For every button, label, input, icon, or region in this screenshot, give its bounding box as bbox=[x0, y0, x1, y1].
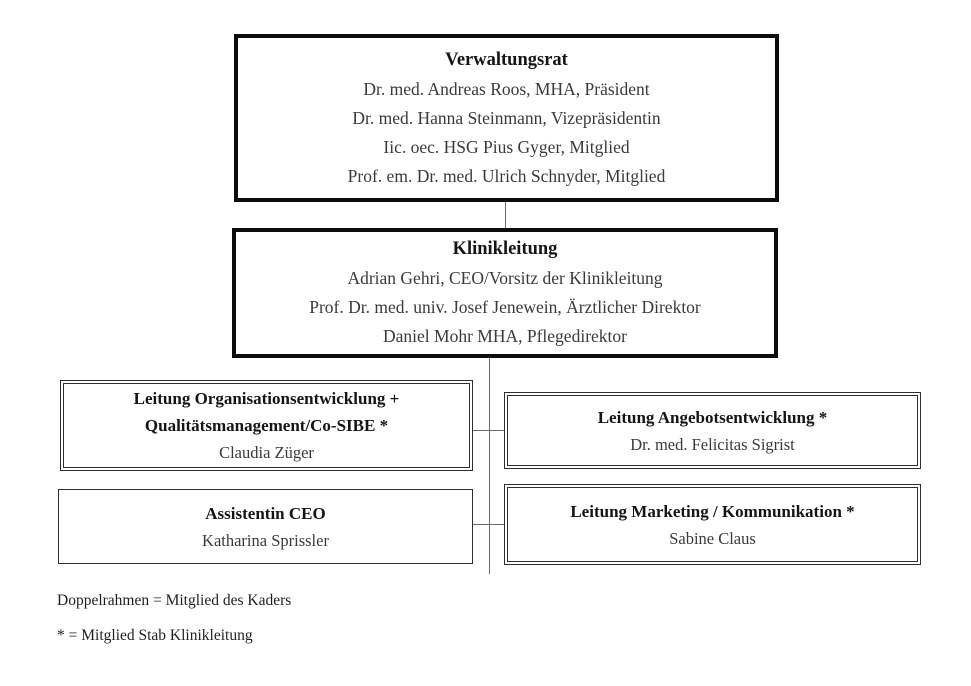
assistentin-ceo-person: Katharina Sprissler bbox=[202, 530, 329, 550]
marketing-kommunikation-box: Leitung Marketing / Kommunikation * Sabi… bbox=[504, 484, 921, 565]
verwaltungsrat-box: Verwaltungsrat Dr. med. Andreas Roos, MH… bbox=[234, 34, 779, 202]
legend-doppelrahmen: Doppelrahmen = Mitglied des Kaders bbox=[57, 592, 292, 609]
klinikleitung-member: Daniel Mohr MHA, Pflegedirektor bbox=[383, 326, 627, 346]
klinikleitung-title: Klinikleitung bbox=[452, 239, 558, 259]
organisationsentwicklung-title-line2: Qualitätsmanagement/Co-SIBE * bbox=[144, 416, 389, 435]
connector-row2 bbox=[472, 524, 505, 525]
marketing-kommunikation-person: Sabine Claus bbox=[669, 528, 756, 548]
marketing-kommunikation-box-inner: Leitung Marketing / Kommunikation * Sabi… bbox=[507, 487, 918, 562]
klinikleitung-member: Adrian Gehri, CEO/Vorsitz der Klinikleit… bbox=[347, 268, 663, 288]
marketing-kommunikation-title: Leitung Marketing / Kommunikation * bbox=[570, 501, 855, 521]
verwaltungsrat-member: Dr. med. Hanna Steinmann, Vizepräsidenti… bbox=[352, 107, 661, 128]
verwaltungsrat-member: Prof. em. Dr. med. Ulrich Schnyder, Mitg… bbox=[347, 165, 666, 186]
organisationsentwicklung-box: Leitung Organisationsentwicklung + Quali… bbox=[60, 380, 473, 471]
klinikleitung-box: Klinikleitung Adrian Gehri, CEO/Vorsitz … bbox=[232, 228, 778, 358]
assistentin-ceo-title: Assistentin CEO bbox=[205, 503, 326, 523]
klinikleitung-member: Prof. Dr. med. univ. Josef Jenewein, Ärz… bbox=[309, 297, 701, 317]
verwaltungsrat-member: Iic. oec. HSG Pius Gyger, Mitglied bbox=[383, 136, 630, 157]
organisationsentwicklung-person: Claudia Züger bbox=[219, 443, 314, 462]
organisationsentwicklung-box-inner: Leitung Organisationsentwicklung + Quali… bbox=[63, 383, 470, 468]
connector-row1 bbox=[472, 430, 505, 431]
connector-verwaltungsrat-klinikleitung bbox=[505, 202, 506, 229]
connector-spine bbox=[489, 358, 490, 574]
angebotsentwicklung-box: Leitung Angebotsentwicklung * Dr. med. F… bbox=[504, 392, 921, 469]
verwaltungsrat-member: Dr. med. Andreas Roos, MHA, Präsident bbox=[363, 78, 650, 99]
angebotsentwicklung-box-inner: Leitung Angebotsentwicklung * Dr. med. F… bbox=[507, 395, 918, 466]
organisationsentwicklung-title-line1: Leitung Organisationsentwicklung + bbox=[133, 389, 400, 408]
assistentin-ceo-box: Assistentin CEO Katharina Sprissler bbox=[58, 489, 473, 564]
angebotsentwicklung-person: Dr. med. Felicitas Sigrist bbox=[630, 434, 795, 454]
verwaltungsrat-title: Verwaltungsrat bbox=[445, 49, 568, 70]
angebotsentwicklung-title: Leitung Angebotsentwicklung * bbox=[597, 407, 828, 427]
legend-asterisk: * = Mitglied Stab Klinikleitung bbox=[57, 627, 253, 644]
